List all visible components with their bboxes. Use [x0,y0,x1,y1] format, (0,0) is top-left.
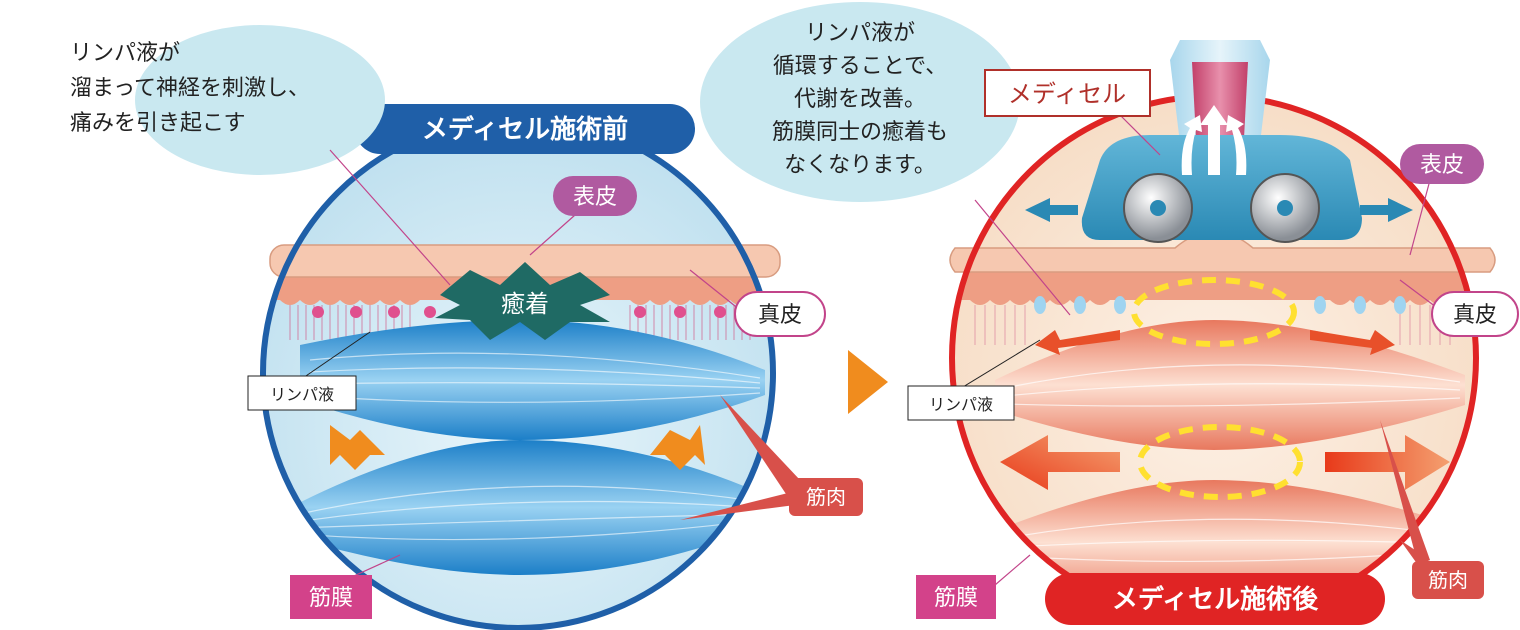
epidermis-label-after: 表皮 [1420,153,1464,178]
epidermis-label-bg [553,176,637,216]
after-bubble-line-4: 筋膜同士の癒着も [772,120,948,145]
after-title: メディセル施術後 [1112,584,1319,615]
dermis-label-bg [734,291,826,337]
lymph-label-after: リンパ液 [929,395,993,414]
muscle-lower [285,440,765,575]
after-panel: メディセル施術後 リンパ液が 循環することで、 代謝を改善。 筋膜同士の癒着も … [700,2,1519,625]
before-bubble-line-1: リンパ液が [70,41,180,66]
muscle-label: 筋肉 [806,485,846,509]
lightning-icon [330,425,705,470]
muscle-label-after-bg [1412,561,1484,599]
adhesion-shape [435,262,610,340]
before-bubble-line-3: 痛みを引き起こす [70,111,246,136]
lymph-label: リンパ液 [270,385,334,404]
dermis-label: 真皮 [758,303,802,328]
muscle-upper-after [995,320,1465,450]
before-title: メディセル施術前 [422,114,628,145]
lymph-label-after-bg [907,385,1015,421]
before-panel: 癒着 メディセル施術前 リンパ液が 溜まって神経を刺激し、 痛みを引き起こす 表… [70,25,863,630]
after-title-pill [1045,573,1385,625]
after-bubble-line-5: なくなります。 [784,153,936,178]
lymph-label-bg [247,375,357,411]
after-bubble [700,2,1020,202]
arrow-left-big [1000,435,1120,490]
epidermis-label: 表皮 [573,185,617,210]
fascia-label: 筋膜 [309,586,353,611]
arrow-right-small [1310,330,1395,355]
dermis-label-after: 真皮 [1453,303,1497,328]
fascia-label-bg [290,575,372,619]
dermis-fibers [289,305,751,340]
muscle-label-bg [789,478,863,516]
after-bubble-line-3: 代謝を改善。 [794,87,926,112]
muscle-label-after: 筋肉 [1428,568,1468,592]
bubble-leader [329,149,451,286]
lymph-dots-after [1034,296,1406,314]
arrow-left-small [1035,330,1120,355]
device-label-bg [984,69,1151,117]
arrow-right-icon [848,350,888,414]
device-roller-icon [1025,40,1413,243]
before-title-pill [355,104,695,154]
before-bubble [135,25,385,175]
dermis-layer-after [952,268,1476,305]
muscle-upper [300,320,765,440]
after-bubble-line-2: 循環することで、 [773,54,947,79]
dermis-label-after-bg [1431,291,1519,337]
after-bubble-line-1: リンパ液が [805,21,915,46]
before-bubble-line-2: 溜まって神経を刺激し、 [70,76,310,101]
fascia-label-after: 筋膜 [934,586,978,611]
epidermis-label-after-bg [1400,144,1484,184]
arrow-right-big [1325,435,1450,490]
nerve-dots [312,306,726,318]
device-label: メディセル [1008,80,1126,108]
fascia-label-after-bg [916,575,996,619]
adhesion-label: 癒着 [501,290,549,318]
circulation-loops [1131,277,1303,500]
